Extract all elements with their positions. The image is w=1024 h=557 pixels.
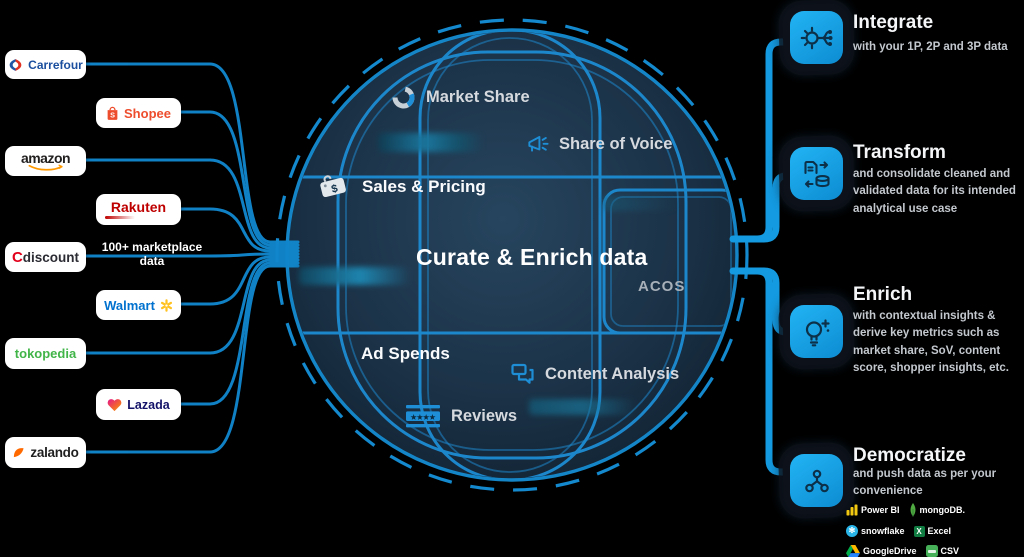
note-line1: 100+ marketplace [101,240,203,254]
excel-label: Excel [927,526,952,536]
destination-snowflake: ✻ snowflake [846,525,905,537]
destination-powerbi: Power BI [846,504,900,516]
integrate-tile [781,2,852,73]
integrate-icon [800,26,832,49]
csv-icon [925,545,938,557]
excel-icon: X [913,525,925,537]
shopee-label: Shopee [124,105,171,121]
googledrive-label: GoogleDrive [863,546,917,556]
democratize-tile-bg [790,454,843,507]
megaphone-icon [528,136,549,152]
walmart-label: Walmart [104,297,155,313]
share-of-voice-label: Share of Voice [559,134,673,153]
zalando-label: zalando [30,445,79,460]
transform-icon [803,160,830,188]
reviews-label: Reviews [451,407,518,425]
note-line2: data [139,253,165,268]
cdiscount-rest: discount [22,249,80,265]
metric-reviews: ★★★★ Reviews [404,403,517,430]
svg-text:S: S [110,110,115,119]
zalando-arrow-icon [14,448,25,458]
step-title-enrich: Enrich [853,284,913,305]
pie-chart-icon [392,86,415,109]
destination-mongodb: mongoDB. [909,503,966,517]
chat-bubbles-icon [511,363,534,384]
destination-csv: CSV [925,545,960,557]
enrich-tile-bg [790,305,843,358]
amazon-label: amazon [20,150,71,166]
shopee-bag-icon: S [107,106,118,120]
googledrive-icon [846,545,860,557]
amazon-smile-icon [28,164,63,171]
snowflake-icon: ✻ [846,525,858,537]
source-lazada: Lazada [96,389,181,420]
cdiscount-c: C [11,248,23,266]
metric-acos: ACOS [638,278,686,295]
metric-content-analysis: Content Analysis [509,361,679,388]
market-share-label: Market Share [426,88,530,106]
step-title-integrate: Integrate [853,12,934,33]
redacted-text-blur [529,399,637,415]
transform-tile [781,138,852,209]
metric-share-of-voice: Share of Voice [525,132,672,156]
ad-spends-label: Ad Spends [361,344,450,363]
transform-tile-bg [790,147,843,200]
carrefour-icon [9,58,22,71]
enrich-tile [781,296,852,367]
step-title-transform: Transform [853,142,946,163]
powerbi-icon [846,504,858,516]
carrefour-label: Carrefour [28,57,83,72]
rakuten-label: Rakuten [110,199,167,216]
source-shopee: S Shopee [96,98,181,128]
svg-text:★★★★: ★★★★ [410,413,436,421]
source-amazon: amazon [5,146,86,176]
sales-pricing-label: Sales & Pricing [362,177,486,196]
step-desc-integrate: with your 1P, 2P and 3P data [853,41,1008,53]
snowflake-label: snowflake [861,526,905,536]
step-desc-enrich: with contextual insights & derive key me… [853,310,1009,374]
mongodb-label: mongoDB. [919,505,966,515]
source-walmart: Walmart [96,290,181,320]
redacted-text-blur [378,133,484,152]
tokopedia-label: tokopedia [14,346,77,361]
marketplace-count-note: 100+ marketplace data [93,240,211,269]
redacted-text-blur [299,267,411,285]
globe-grid [296,32,735,478]
destination-googledrive: GoogleDrive [846,545,917,557]
redacted-text-blur [602,196,678,211]
powerbi-label: Power BI [861,505,900,515]
step-desc-democratize: and push data as per your convenience [853,468,997,498]
source-carrefour: Carrefour [5,50,86,79]
rakuten-swoosh [104,216,135,219]
metric-ad-spends: Ad Spends [361,344,450,364]
source-zalando: zalando [5,437,86,468]
globe-title: Curate & Enrich data [416,244,648,270]
step-desc-transform: and consolidate cleaned and validated da… [853,168,1016,215]
metric-market-share: Market Share [390,84,530,111]
metric-sales-pricing: $ Sales & Pricing [316,172,486,202]
reviews-stars-icon: ★★★★ [406,405,440,428]
svg-text:$: $ [330,183,339,196]
csv-label: CSV [940,546,960,556]
source-cdiscount: C discount [5,242,86,272]
integrate-tile-bg [790,11,843,64]
lazada-label: Lazada [127,397,170,412]
democratize-icon [804,469,829,492]
mongodb-icon [910,503,916,517]
source-funnel-lines [84,62,300,454]
destination-excel: X Excel [913,525,952,537]
price-tag-icon: $ [320,175,346,198]
democratize-tile [781,445,852,516]
source-rakuten: Rakuten [96,194,181,225]
step-title-democratize: Democratize [853,445,966,466]
content-analysis-label: Content Analysis [545,365,680,383]
source-tokopedia: tokopedia [5,338,86,369]
lazada-heart-icon [107,398,122,411]
enrich-icon [805,318,830,346]
pipeline-connectors [729,38,796,476]
walmart-spark-icon [160,298,172,312]
